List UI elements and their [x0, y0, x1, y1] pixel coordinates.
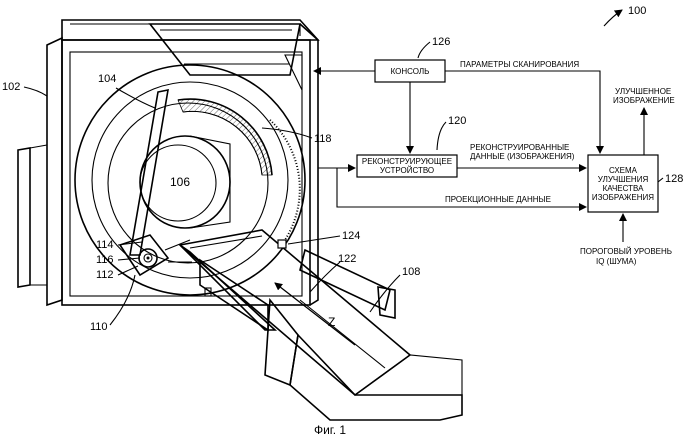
ref-126: 126: [432, 36, 450, 48]
figure-caption: Фиг. 1: [314, 423, 346, 437]
ref-110: 110: [90, 321, 108, 333]
ref-100: 100: [628, 5, 646, 17]
projection-data-label: ПРОЕКЦИОННЫЕ ДАННЫЕ: [445, 195, 551, 204]
ref-118: 118: [314, 133, 332, 145]
block-diagram: КОНСОЛЬ 126 РЕКОНСТРУИРУЮЩЕЕ УСТРОЙСТВО …: [314, 36, 683, 266]
ref-124: 124: [342, 230, 360, 242]
gantry-top-cover: [150, 24, 300, 75]
reconstructor-label-1: РЕКОНСТРУИРУЮЩЕЕ: [362, 157, 452, 166]
reconstructor-label-2: УСТРОЙСТВО: [380, 166, 434, 175]
threshold-label-2: IQ (ШУМА): [596, 257, 637, 266]
reference-numerals: 100 102 104 106 118 114 116 112 110 124 …: [2, 5, 646, 333]
ref-112: 112: [96, 269, 114, 281]
ref-106: 106: [170, 175, 190, 189]
improved-label-1: УЛУЧШЕННОЕ: [615, 87, 671, 96]
enhancer-label-3: КАЧЕСТВА: [603, 184, 645, 193]
ref-120: 120: [448, 115, 466, 127]
threshold-label-1: ПОРОГОВЫЙ УРОВЕНЬ: [580, 247, 672, 256]
console-label: КОНСОЛЬ: [391, 67, 430, 76]
improved-label-2: ИЗОБРАЖЕНИЕ: [613, 96, 675, 105]
ref-116: 116: [96, 254, 114, 266]
gantry-pedestal: [18, 148, 30, 287]
gantry-side-panel: [47, 38, 62, 305]
enhancer-label-4: ИЗОБРАЖЕНИЯ: [592, 193, 654, 202]
ref-102: 102: [2, 81, 20, 93]
ref-122: 122: [338, 253, 356, 265]
ref-114: 114: [96, 239, 114, 251]
z-axis-label: Z: [328, 315, 335, 329]
ref-104: 104: [98, 73, 116, 85]
recon-data-label-2: ДАННЫЕ (ИЗОБРАЖЕНИЯ): [470, 152, 575, 161]
scan-params-label: ПАРАМЕТРЫ СКАНИРОВАНИЯ: [460, 60, 579, 69]
recon-data-label-1: РЕКОНСТРУИРОВАННЫЕ: [470, 143, 569, 152]
ref-128: 128: [665, 173, 683, 185]
ref-108: 108: [402, 266, 420, 278]
patient-support: [180, 230, 462, 420]
enhancer-label-2: УЛУЧШЕНИЯ: [598, 175, 649, 184]
table-top: [180, 230, 410, 395]
sensor-box: [278, 240, 286, 248]
enhancer-label-1: СХЕМА: [609, 166, 638, 175]
